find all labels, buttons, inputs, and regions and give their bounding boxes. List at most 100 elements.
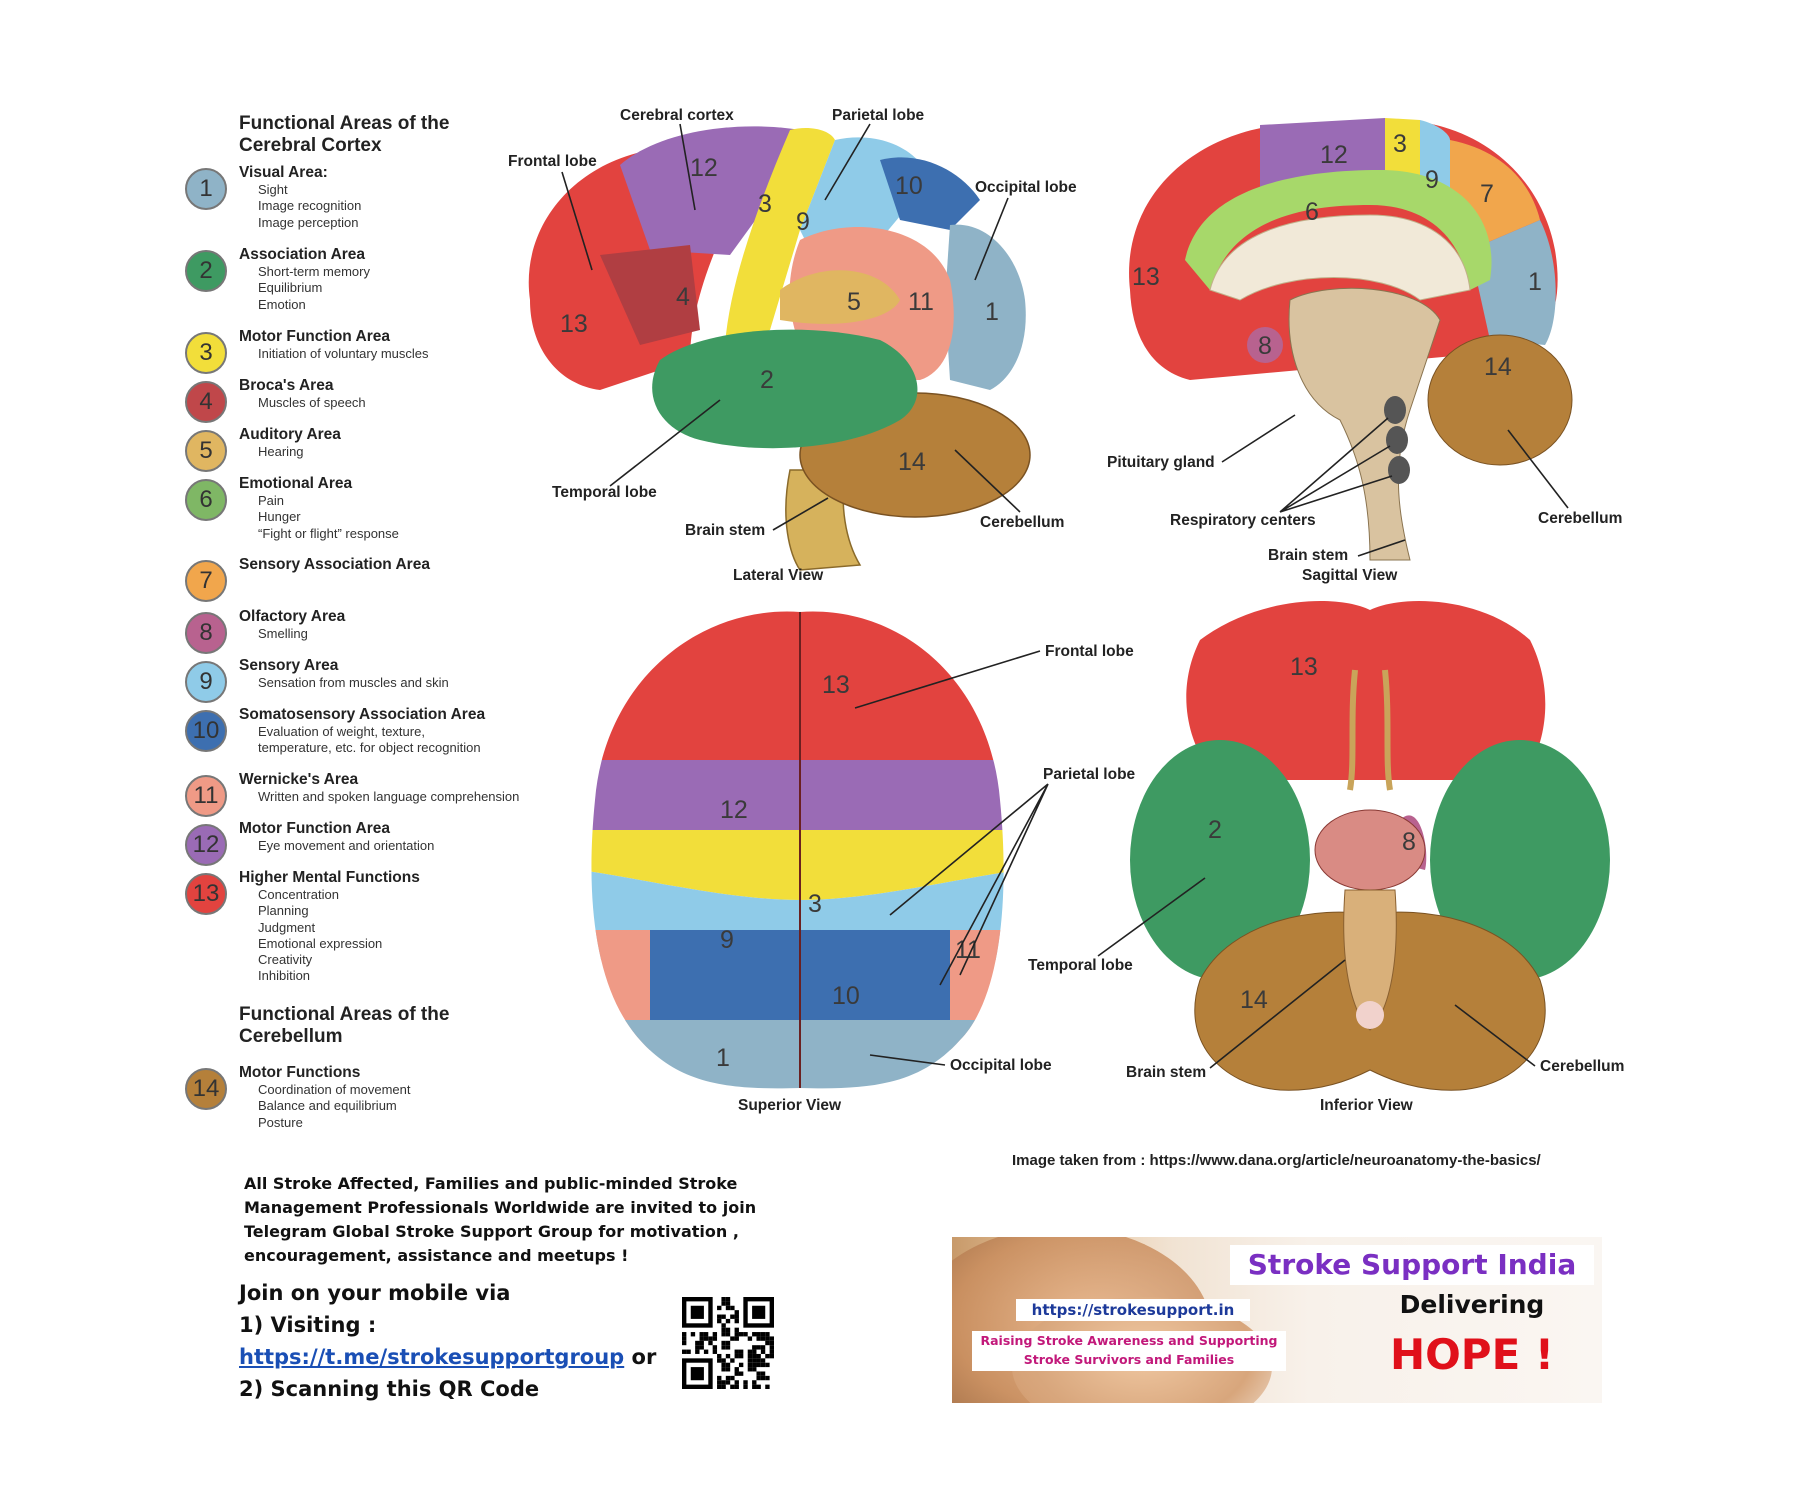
sagittal-num-7: 7 [1480,180,1494,208]
banner-tagline: Raising Stroke Awareness and Supporting … [972,1331,1286,1371]
inferior-num-2: 2 [1208,816,1222,844]
legend-description: Eye movement and orientation [258,838,434,854]
lateral-area-1 [945,224,1026,390]
stroke-support-banner[interactable]: Stroke Support India https://strokesuppo… [952,1237,1602,1403]
lateral-num-5: 5 [847,288,861,316]
legend-title: Higher Mental Functions [239,869,420,886]
legend-badge-14: 14 [185,1068,227,1110]
legend-description-line: “Fight or flight” response [258,525,399,541]
sagittal-area-8 [1247,327,1283,363]
legend-badge-3: 3 [185,332,227,374]
lateral-label-brain-stem: Brain stem [685,522,765,539]
lateral-view: 12 3 9 10 4 13 5 11 1 2 14 Cerebral cort… [508,107,1077,584]
sagittal-num-3: 3 [1393,130,1407,158]
inferior-view: 13 2 8 14 Temporal lobe Brain stem Cereb… [1028,601,1624,1114]
inferior-num-8: 8 [1402,828,1416,856]
lateral-num-1: 1 [985,298,999,326]
join-line-4: 2) Scanning this QR Code [239,1377,540,1401]
legend-badge-1: 1 [185,168,227,210]
join-line-2: 1) Visiting : [239,1313,377,1337]
lateral-label-temporal-lobe: Temporal lobe [552,484,657,501]
legend-badge-12: 12 [185,824,227,866]
legend-description-line: Hearing [258,444,304,459]
sagittal-resp-1 [1384,396,1406,424]
legend-description: Sensation from muscles and skin [258,675,449,691]
inferior-brain-stem [1343,889,1397,1031]
legend-description-line: temperature, etc. for object recognition [258,740,481,756]
legend-description-line: Coordination of movement [258,1082,411,1097]
sagittal-label-respiratory-centers: Respiratory centers [1170,512,1316,529]
lateral-caption: Lateral View [733,567,824,584]
legend-badge-2: 2 [185,250,227,292]
legend-description-line: Creativity [258,952,313,968]
legend-description: Smelling [258,626,308,642]
inferior-caption: Inferior View [1320,1097,1414,1114]
sagittal-num-8: 8 [1258,332,1272,360]
legend-title: Broca's Area [239,377,334,394]
banner-url[interactable]: https://strokesupport.in [1016,1299,1250,1321]
legend-title: Motor Functions [239,1064,361,1081]
legend-title: Emotional Area [239,475,353,492]
qr-code-icon[interactable] [682,1297,774,1389]
superior-num-10: 10 [832,982,860,1010]
legend-title: Association Area [239,246,366,263]
legend-description-line: Hunger [258,509,301,525]
join-or: or [624,1345,657,1369]
telegram-link[interactable]: https://t.me/strokesupportgroup [239,1345,625,1369]
legend-title: Auditory Area [239,426,341,443]
legend-description: Muscles of speech [258,395,366,411]
sagittal-label-pituitary-gland: Pituitary gland [1107,454,1215,471]
legend-description-line: Smelling [258,626,308,641]
legend-title: Visual Area: [239,164,328,181]
legend-description-line: Image recognition [258,198,362,214]
lateral-num-13: 13 [560,310,588,338]
legend-description-line: Muscles of speech [258,395,366,410]
lateral-num-12: 12 [690,154,718,182]
inferior-num-14: 14 [1240,986,1268,1014]
lateral-label-occipital-lobe: Occipital lobe [975,179,1077,196]
inferior-num-13: 13 [1290,653,1318,681]
legend-description-line: Balance and equilibrium [258,1098,397,1114]
legend-description-line: Equilibrium [258,280,323,296]
legend-description-line: Sensation from muscles and skin [258,675,449,690]
sagittal-num-9: 9 [1425,166,1439,194]
legend-description-line: Posture [258,1114,303,1130]
lateral-area-3 [725,128,835,345]
legend-badge-8: 8 [185,612,227,654]
lateral-num-9: 9 [796,208,810,236]
legend-title: Motor Function Area [239,820,390,837]
banner-delivering: Delivering [1399,1290,1545,1319]
cortex-legend-heading: Functional Areas of the Cerebral Cortex [239,113,450,156]
legend-badge-10: 10 [185,710,227,752]
superior-caption: Superior View [738,1097,842,1114]
banner-tagline-line-1: Raising Stroke Awareness and Supporting [980,1333,1278,1348]
superior-label-frontal-lobe: Frontal lobe [1045,643,1134,660]
legend-description-line: Pain [258,493,285,508]
lateral-area-2 [652,329,918,449]
legend-description-line: Sight [258,182,288,197]
legend-description-line: Evaluation of weight, texture, [258,724,425,739]
lateral-num-14: 14 [898,448,926,476]
legend-description-line: Inhibition [258,968,311,984]
superior-num-12: 12 [720,796,748,824]
legend-description-line: Judgment [258,919,316,935]
sagittal-num-14: 14 [1484,353,1512,381]
image-credit: Image taken from : https://www.dana.org/… [1012,1152,1541,1169]
join-line-3: https://t.me/strokesupportgroup or [239,1341,709,1373]
legend-badge-5: 5 [185,430,227,472]
inferior-area-2-right [1430,740,1610,980]
superior-num-9: 9 [720,926,734,954]
sagittal-resp-3 [1388,456,1410,484]
lateral-num-10: 10 [895,172,923,200]
